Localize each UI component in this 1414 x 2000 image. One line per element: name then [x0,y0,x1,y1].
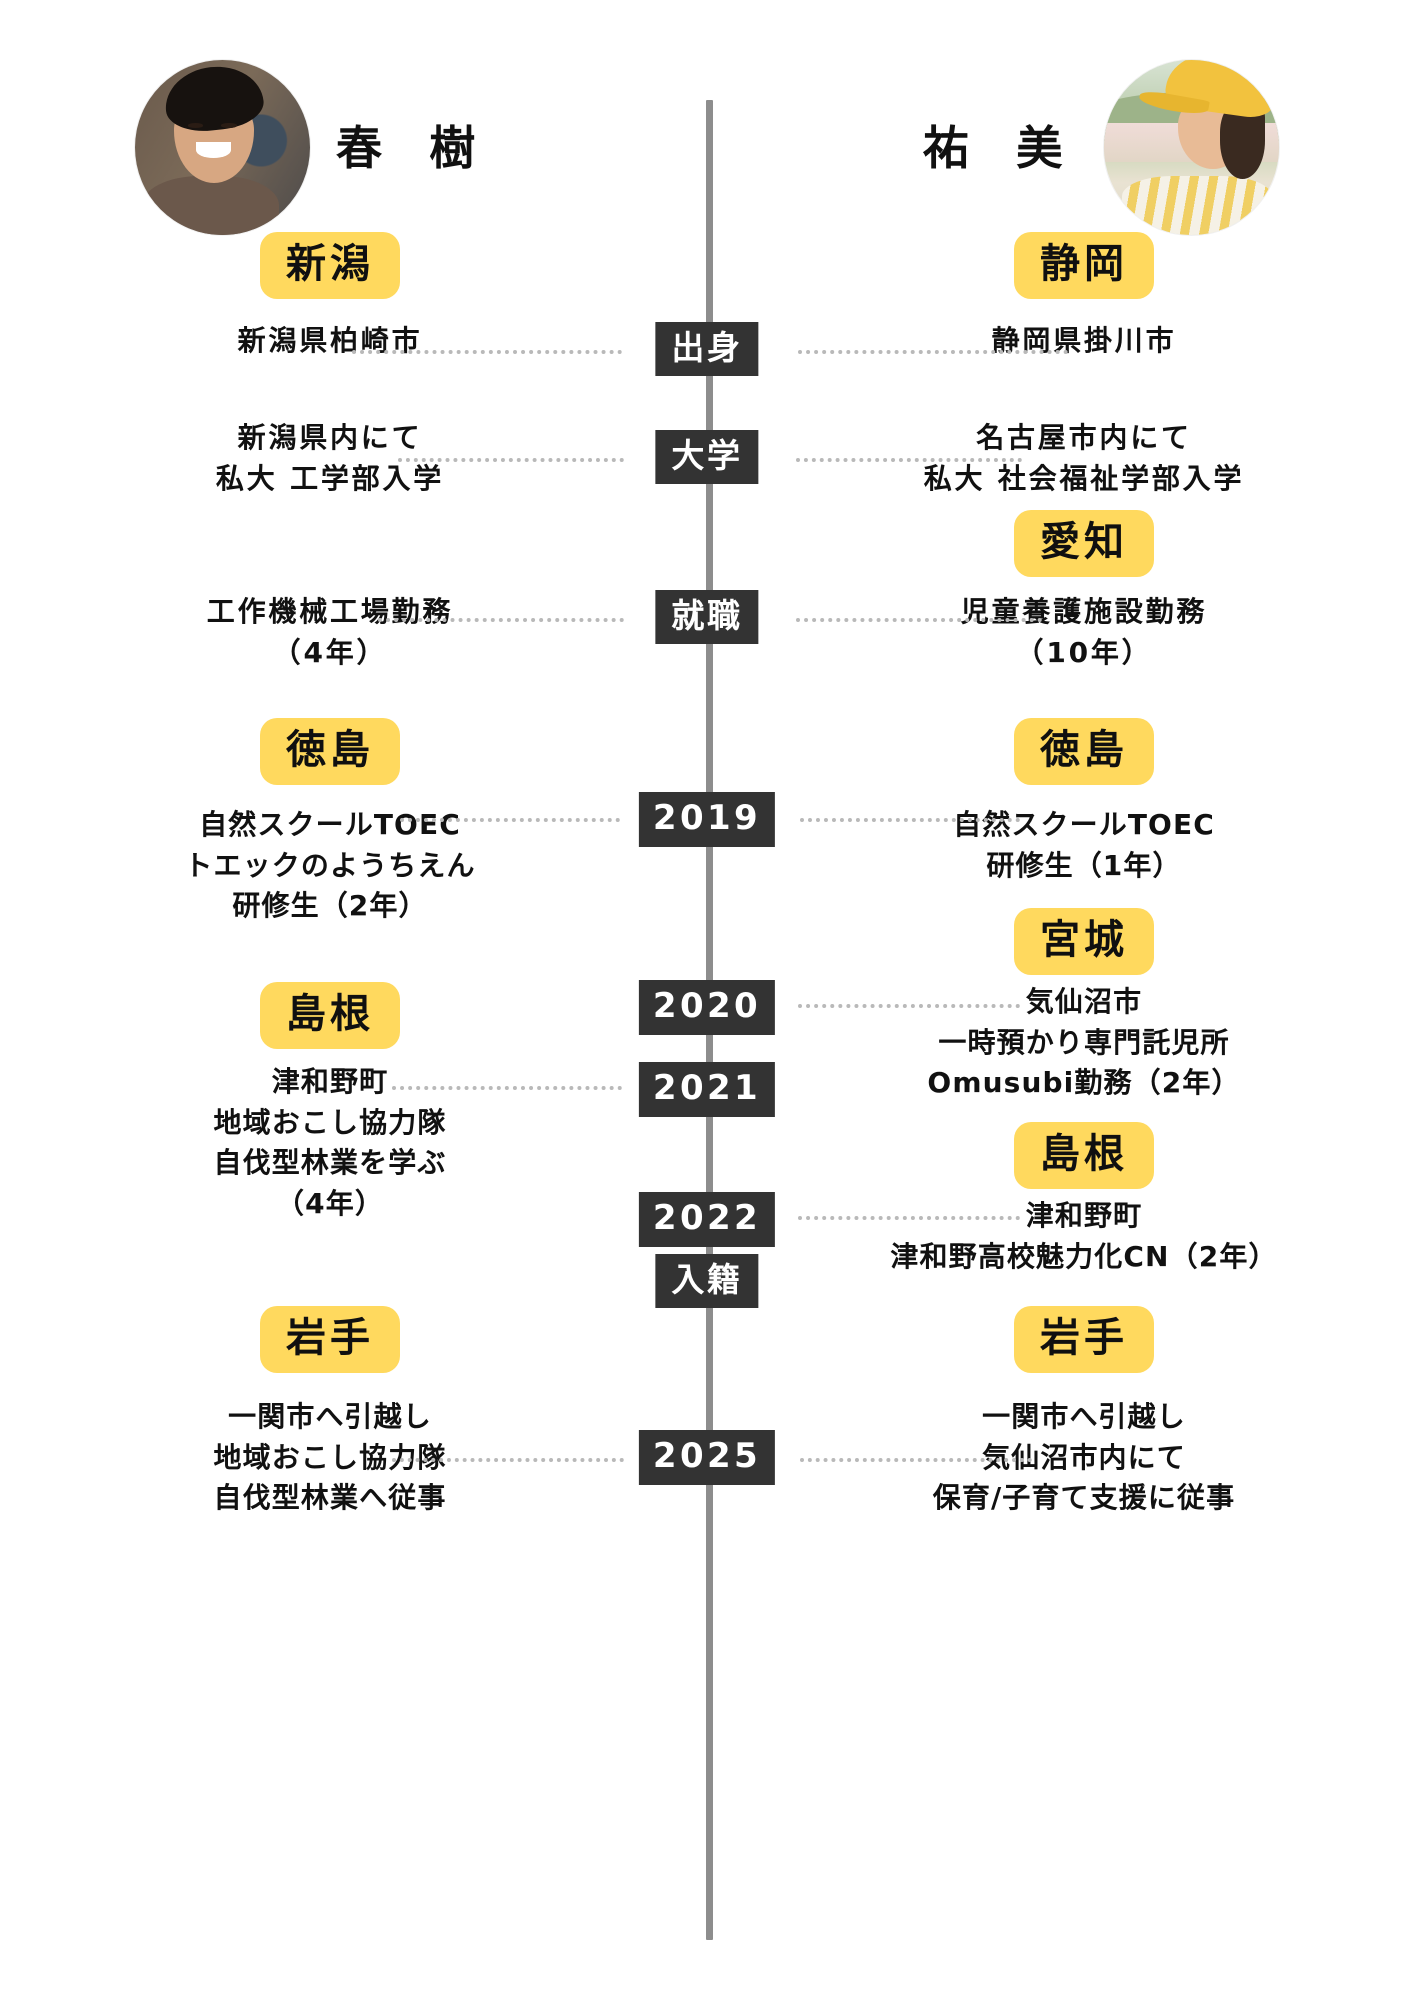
person-left-name: 春 樹 [336,120,491,175]
badge-right-8: 岩手 [1014,1306,1154,1373]
chip-2020: 2020 [638,980,776,1036]
connector-right-8 [800,1458,1032,1462]
badge-right-4: 宮城 [1014,908,1154,975]
row-2025-left: 岩手 一関市へ引越し 地域おこし協力隊 自伐型林業へ従事 [20,1306,640,1519]
row-origin: 新潟 新潟県柏崎市 静岡 静岡県掛川市 出身 [0,232,1414,376]
connector-left-0 [352,350,622,354]
row-2019-left: 徳島 自然スクールTOEC トエックのようちえん 研修生（2年） [20,718,640,927]
desc-right-3: 自然スクールTOEC 研修生（1年） [953,808,1215,882]
connector-right-3 [800,818,1020,822]
connector-right-1 [796,458,1022,462]
row-university-right: 名古屋市内にて 私大 社会福祉学部入学 [774,418,1394,499]
badge-right-3: 徳島 [1014,718,1154,785]
chip-marriage: 入籍 [655,1254,759,1308]
row-origin-left: 新潟 新潟県柏崎市 [20,232,640,362]
connector-left-2 [378,618,624,622]
row-2019-right: 徳島 自然スクールTOEC 研修生（1年） [774,718,1394,886]
row-origin-right: 静岡 静岡県掛川市 [774,232,1394,362]
desc-right-2: 児童養護施設勤務 （10年） [960,595,1208,669]
connector-right-4 [798,1004,1020,1008]
desc-right-6: 津和野町 津和野高校魅力化CN（2年） [890,1199,1278,1273]
connector-left-1 [398,458,624,462]
row-employment-text: 工作機械工場勤務 （4年） 児童養護施設勤務 （10年） 就職 [0,590,1414,732]
desc-left-2: 工作機械工場勤務 （4年） [206,595,454,669]
chip-employment: 就職 [655,590,759,644]
header: 春 樹 祐 美 [0,50,1414,270]
row-2022-right: 津和野町 津和野高校魅力化CN（2年） [774,1196,1394,1277]
desc-right-1: 名古屋市内にて 私大 社会福祉学部入学 [923,421,1245,495]
row-2020-left: 島根 [20,982,640,1049]
row-2021-left: 津和野町 地域おこし協力隊 自伐型林業を学ぶ （4年） [20,1062,640,1224]
row-university-left: 新潟県内にて 私大 工学部入学 [20,418,640,499]
person-left: 春 樹 [135,60,491,235]
desc-left-5: 津和野町 地域おこし協力隊 自伐型林業を学ぶ （4年） [213,1065,447,1220]
row-employment-left: 工作機械工場勤務 （4年） [20,592,640,673]
badge-left-8: 岩手 [260,1306,400,1373]
row-2025-right: 岩手 一関市へ引越し 気仙沼市内にて 保育/子育て支援に従事 [774,1306,1394,1519]
row-2022: 津和野町 津和野高校魅力化CN（2年） 2022 [0,1192,1414,1356]
chip-2019: 2019 [638,792,776,848]
row-2020: 宮城 [0,908,1414,1108]
row-2020-right-badge: 宮城 [774,908,1394,975]
row-employment-right: 児童養護施設勤務 （10年） [774,592,1394,673]
row-employment: 愛知 [0,510,1414,690]
connector-right-0 [798,350,1068,354]
row-2022-right-badge: 島根 [0,1122,1414,1282]
desc-left-0: 新潟県柏崎市 [237,324,423,357]
row-marriage: 入籍 [0,1254,1414,1324]
connector-left-3 [400,818,620,822]
chip-2021: 2021 [638,1062,776,1118]
desc-left-8: 一関市へ引越し 地域おこし協力隊 自伐型林業へ従事 [213,1400,447,1515]
row-2020-right: 気仙沼市 一時預かり専門託児所 Omusubi勤務（2年） [774,982,1394,1104]
avatar-yumi [1104,60,1279,235]
badge-right-0: 静岡 [1014,232,1154,299]
row-university: 新潟県内にて 私大 工学部入学 名古屋市内にて 私大 社会福祉学部入学 大学 [0,418,1414,538]
chip-university: 大学 [655,430,759,484]
row-2020-body: 島根 気仙沼市 一時預かり専門託児所 Omusubi勤務（2年） 2020 [0,980,1414,1182]
desc-right-0: 静岡県掛川市 [991,324,1177,357]
desc-right-8: 一関市へ引越し 気仙沼市内にて 保育/子育て支援に従事 [932,1400,1236,1515]
avatar-haruki [135,60,310,235]
person-right-name: 祐 美 [923,120,1078,175]
row-2019: 徳島 自然スクールTOEC トエックのようちえん 研修生（2年） 徳島 自然スク… [0,718,1414,958]
badge-left-0: 新潟 [260,232,400,299]
connector-right-2 [796,618,1042,622]
chip-2025: 2025 [638,1430,776,1486]
row-2022-right-badge-inner: 島根 [774,1122,1394,1189]
desc-left-3: 自然スクールTOEC トエックのようちえん 研修生（2年） [184,808,476,923]
badge-right-6: 島根 [1014,1122,1154,1189]
row-employment-right-badge: 愛知 [774,510,1394,577]
row-2021: 津和野町 地域おこし協力隊 自伐型林業を学ぶ （4年） 2021 [0,1062,1414,1282]
chip-2022: 2022 [638,1192,776,1248]
badge-left-4: 島根 [260,982,400,1049]
person-right: 祐 美 [923,60,1279,235]
badge-right-2: 愛知 [1014,510,1154,577]
desc-left-1: 新潟県内にて 私大 工学部入学 [215,421,445,495]
connector-left-5 [392,1086,622,1090]
chip-origin: 出身 [655,322,759,376]
desc-right-4: 気仙沼市 一時預かり専門託児所 Omusubi勤務（2年） [927,985,1241,1100]
badge-left-3: 徳島 [260,718,400,785]
row-2025: 岩手 一関市へ引越し 地域おこし協力隊 自伐型林業へ従事 岩手 一関市へ引越し … [0,1306,1414,1566]
connector-left-8 [392,1458,624,1462]
connector-right-6 [798,1216,1020,1220]
